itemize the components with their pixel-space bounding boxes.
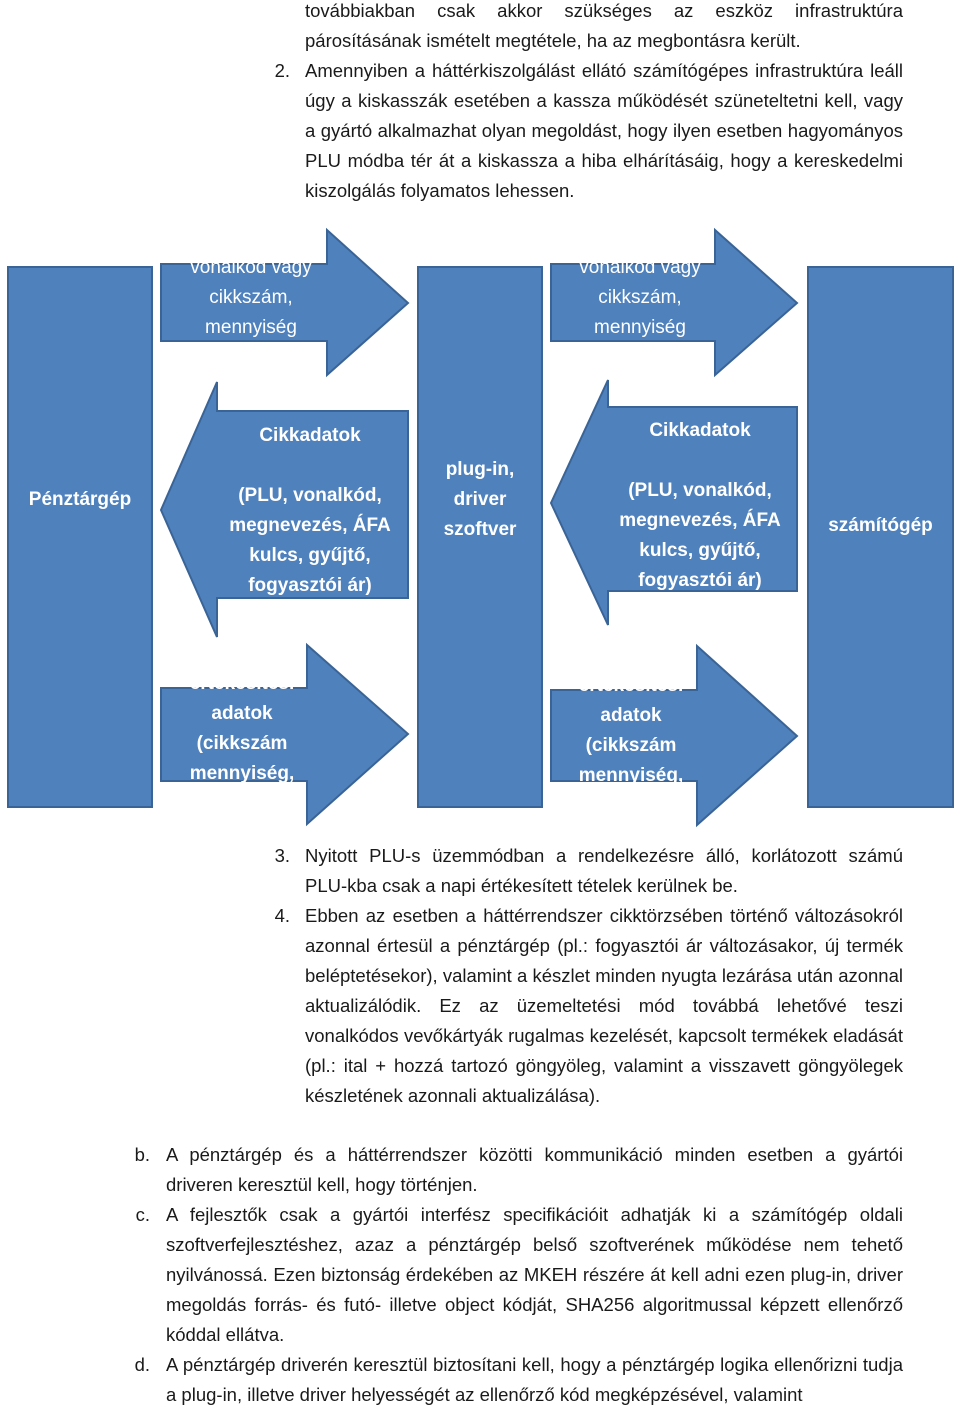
arrow-mid-right-label: Cikkadatok (PLU, vonalkód, megnevezés, Á… [619, 420, 781, 591]
list-item-4-text: Ebben az esetben a háttérrendszer cikktö… [305, 905, 903, 1106]
arrow-top-left [160, 227, 410, 378]
list-item-2-text: Amennyiben a háttérkiszolgálást ellátó s… [305, 60, 903, 201]
szamitogep-label: számítógép [828, 515, 933, 536]
list-item-3-text: Nyitott PLU-s üzemmódban a rendelkezésre… [305, 845, 903, 896]
list-item-c-text: A fejlesztők csak a gyártói interfész sp… [166, 1204, 903, 1345]
list-item-d-text: A pénztárgép driverén keresztül biztosít… [166, 1354, 903, 1405]
diagram-canvas [7, 227, 954, 828]
list-label-d: d. [134, 1354, 150, 1375]
arrow-mid-right [549, 379, 798, 626]
list-item-b-text: A pénztárgép és a háttérrendszer közötti… [166, 1144, 903, 1195]
arrow-bottom-left [160, 642, 410, 827]
arrow-bottom-right [550, 643, 799, 828]
arrow-mid-left [159, 381, 409, 638]
plugin-driver-label: plug-in, driver szoftver [443, 459, 517, 540]
penztargep-label: Pénztárgép [28, 489, 132, 510]
arrow-top-left-label: vonalkód vagy cikkszám, mennyiség [190, 257, 312, 338]
plugin-driver-box [417, 266, 543, 808]
continuation-paragraph: továbbiakban csak akkor szükséges az esz… [305, 0, 903, 51]
arrow-top-right [550, 227, 799, 378]
arrow-bottom-left-label: értékesítési adatok (cikkszám mennyiség,… [189, 673, 295, 814]
szamitogep-box [807, 266, 954, 808]
list-label-b: b. [134, 1144, 150, 1165]
arrow-top-right-label: vonalkód vagy cikkszám, mennyiség [579, 257, 701, 338]
list-label-c: c. [135, 1204, 150, 1225]
flow-diagram: Pénztárgép plug-in, driver szoftver szám… [0, 225, 960, 845]
list-number-4: 4. [274, 905, 290, 926]
penztargep-box [7, 266, 153, 808]
list-number-2: 2. [274, 60, 290, 81]
list-number-3: 3. [274, 845, 290, 866]
arrow-mid-left-label: Cikkadatok (PLU, vonalkód, megnevezés, Á… [229, 425, 391, 596]
arrow-bottom-right-label: értékesítési adatok (cikkszám mennyiség,… [578, 675, 684, 816]
